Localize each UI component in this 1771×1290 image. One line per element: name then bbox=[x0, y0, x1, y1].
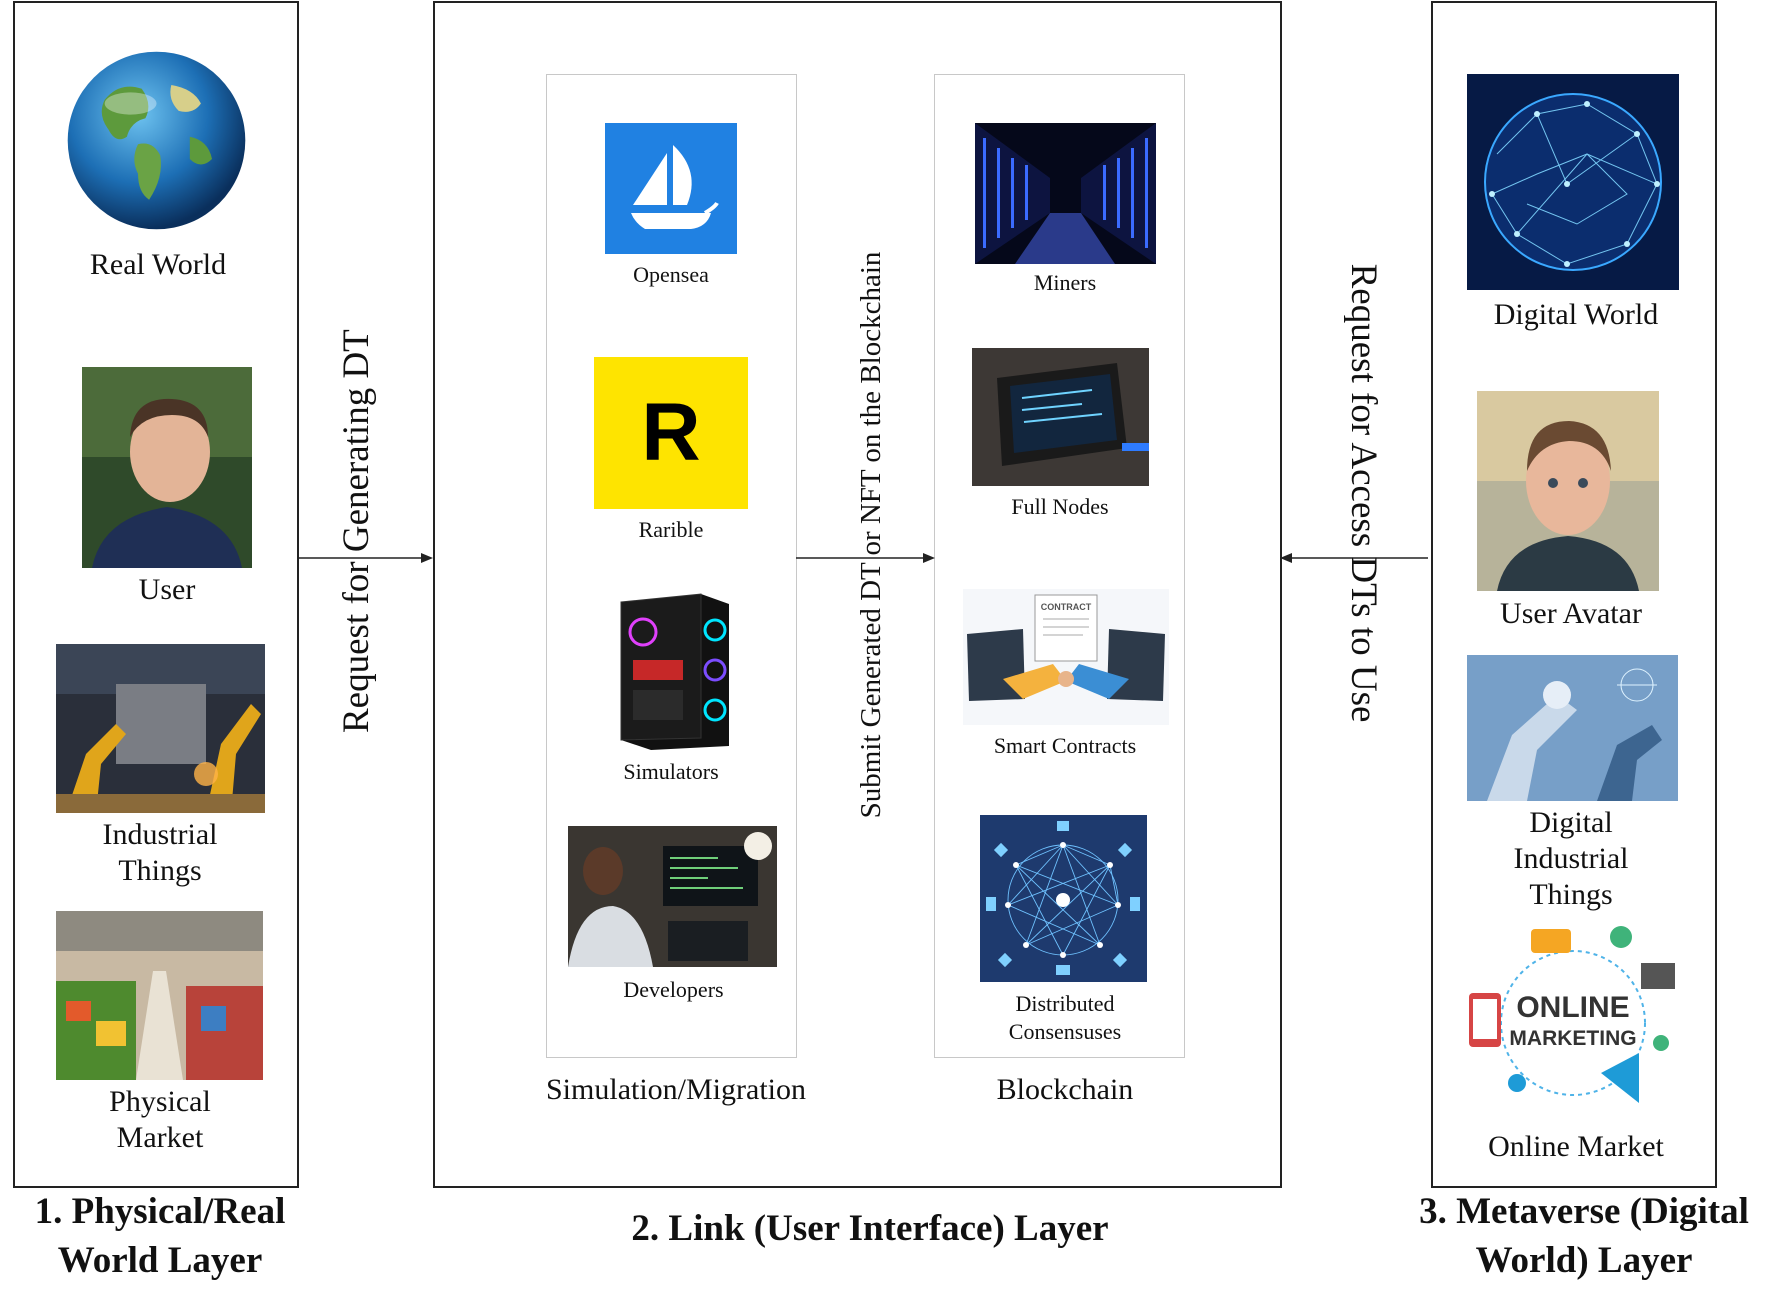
digital-world-image bbox=[1467, 74, 1679, 290]
distributed-consensus-icon bbox=[980, 815, 1147, 982]
developers-photo bbox=[568, 826, 777, 967]
industrial-things-label: Industrial Things bbox=[70, 817, 250, 889]
physical-market-photo bbox=[56, 911, 263, 1080]
physical-layer-title-line2: World Layer bbox=[57, 1239, 263, 1281]
miners-label: Miners bbox=[1033, 270, 1097, 295]
rarible-logo-icon: R bbox=[594, 357, 748, 509]
distributed-consensus-label: Distributed Consensuses bbox=[975, 990, 1155, 1046]
digital-world-label: Digital World bbox=[1493, 298, 1659, 331]
physical-layer-title: 1. Physical/Real World Layer bbox=[10, 1188, 310, 1286]
opensea-label: Opensea bbox=[633, 262, 709, 287]
user-avatar-image bbox=[1477, 391, 1659, 591]
earth-image bbox=[64, 48, 249, 233]
simulators-label: Simulators bbox=[623, 759, 719, 784]
online-market-label: Online Market bbox=[1488, 1130, 1664, 1163]
smart-contracts-illustration: CONTRACT bbox=[963, 589, 1169, 725]
distributed-consensus-label-line1: Distributed bbox=[1015, 991, 1115, 1016]
physical-market-label-line2: Market bbox=[116, 1121, 204, 1154]
developers-label: Developers bbox=[623, 977, 724, 1002]
user-label: User bbox=[138, 573, 196, 606]
metaverse-layer-title-line1: 3. Metaverse (Digital bbox=[1419, 1191, 1749, 1232]
full-nodes-label: Full Nodes bbox=[1011, 494, 1109, 519]
arrow-request-access bbox=[1280, 553, 1428, 563]
miners-photo bbox=[975, 123, 1156, 264]
full-nodes-photo bbox=[972, 348, 1149, 486]
metaverse-layer-title: 3. Metaverse (Digital World) Layer bbox=[1400, 1188, 1768, 1286]
real-world-label: Real World bbox=[89, 248, 227, 281]
marketing-word: MARKETING bbox=[1509, 1027, 1636, 1050]
simulation-migration-panel bbox=[546, 74, 797, 1058]
online-marketing-image: ONLINE MARKETING bbox=[1461, 923, 1685, 1113]
request-access-label: Request for Access DTs to Use bbox=[1343, 263, 1384, 723]
metaverse-layer-title-line2: World) Layer bbox=[1475, 1239, 1693, 1281]
industrial-things-label-line1: Industrial bbox=[102, 818, 218, 851]
rarible-letter: R bbox=[641, 387, 700, 478]
distributed-consensus-label-line2: Consensuses bbox=[1008, 1019, 1122, 1044]
physical-market-label-line1: Physical bbox=[109, 1085, 211, 1118]
submit-generated-label: Submit Generated DT or NFT on the Blockc… bbox=[855, 251, 887, 819]
blockchain-title: Blockchain bbox=[996, 1073, 1134, 1106]
request-generating-label: Request for Generating DT bbox=[336, 329, 377, 733]
arrow-submit-generated bbox=[796, 553, 935, 563]
user-photo bbox=[82, 367, 252, 568]
contract-word: CONTRACT bbox=[1041, 602, 1092, 612]
physical-layer-title-line1: 1. Physical/Real bbox=[34, 1191, 286, 1232]
simulator-pc-icon bbox=[611, 590, 731, 752]
industrial-things-label-line2: Things bbox=[118, 854, 202, 887]
digital-industrial-things-label-line2: Industrial bbox=[1513, 842, 1629, 875]
online-word: ONLINE bbox=[1516, 991, 1629, 1024]
digital-industrial-things-label: Digital Industrial Things bbox=[1476, 805, 1666, 913]
arrow-request-generating bbox=[299, 553, 433, 563]
digital-industrial-things-label-line3: Things bbox=[1529, 878, 1613, 911]
opensea-logo-icon bbox=[605, 123, 737, 254]
blockchain-panel bbox=[934, 74, 1185, 1058]
link-layer-title: 2. Link (User Interface) Layer bbox=[631, 1208, 1109, 1249]
digital-industrial-things-label-line1: Digital bbox=[1529, 806, 1613, 839]
smart-contracts-label: Smart Contracts bbox=[993, 733, 1137, 758]
physical-market-label: Physical Market bbox=[70, 1084, 250, 1156]
industrial-things-photo bbox=[56, 644, 265, 813]
digital-industrial-things-image bbox=[1467, 655, 1678, 801]
user-avatar-label: User Avatar bbox=[1500, 597, 1642, 630]
rarible-label: Rarible bbox=[638, 517, 704, 542]
simulation-migration-title: Simulation/Migration bbox=[546, 1073, 806, 1106]
